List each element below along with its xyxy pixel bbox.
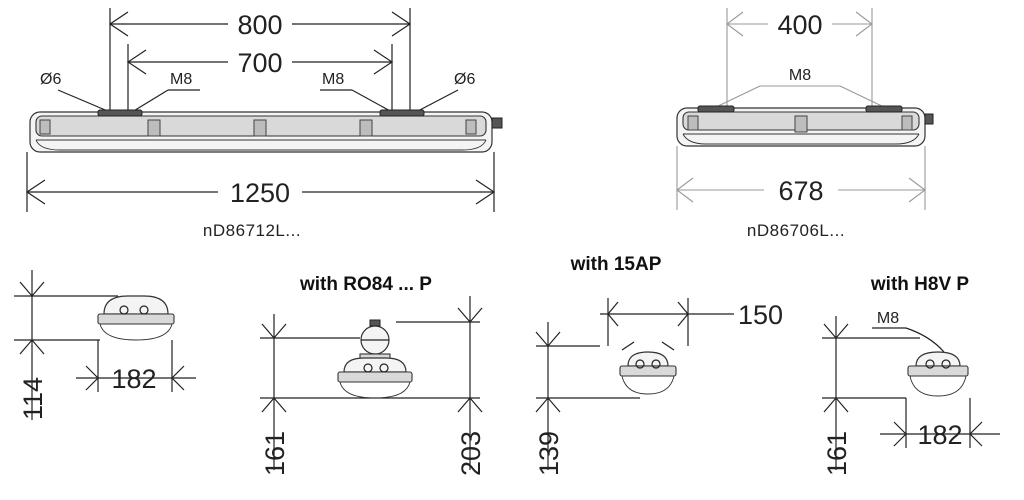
dim-678-label: 678 (778, 176, 823, 206)
short-fixture-body (676, 105, 934, 147)
dim-182-label: 182 (111, 364, 156, 394)
dim-161-h8v-label: 161 (822, 431, 852, 476)
section-15ap: with 15AP 150 139 (534, 254, 783, 476)
label-m8-short: M8 (789, 67, 811, 84)
dim-182-h8v-label: 182 (917, 420, 962, 450)
dimension-1250: 1250 (25, 178, 496, 208)
label-d6-left: Ø6 (40, 71, 61, 88)
long-fixture-body (29, 109, 503, 153)
section-ro84: with RO84 ... P 161 203 (260, 274, 486, 476)
dim-161-ro84-label: 161 (260, 431, 290, 476)
label-m8-h8v: M8 (877, 310, 899, 327)
dimension-800: 800 (108, 10, 412, 40)
section-plain: 114 182 (14, 270, 196, 420)
dim-800-label: 800 (237, 10, 282, 40)
dim-150-label: 150 (738, 300, 783, 330)
short-fixture-view: 400 M8 678 nD86706L... (676, 8, 934, 240)
section-h8v: with H8V P M8 161 182 (822, 274, 1000, 476)
label-d6-right: Ø6 (454, 71, 475, 88)
dimension-400: 400 (726, 10, 873, 40)
caption-15ap: with 15AP (570, 254, 662, 275)
dim-114-label: 114 (18, 377, 48, 420)
long-fixture-view: 800 700 Ø6 M8 M8 Ø6 (25, 8, 503, 240)
caption-ro84: with RO84 ... P (299, 274, 432, 295)
label-m8-right: M8 (322, 71, 344, 88)
model-label-short: nD86706L... (747, 221, 845, 240)
dim-139-label: 139 (534, 431, 564, 476)
label-m8-left: M8 (170, 71, 192, 88)
dim-400-label: 400 (777, 10, 822, 40)
dim-203-label: 203 (456, 431, 486, 476)
model-label-long: nD86712L... (203, 221, 301, 240)
dim-1250-label: 1250 (230, 178, 290, 208)
dimension-678: 678 (676, 176, 926, 206)
dim-700-label: 700 (237, 48, 282, 78)
dimension-700: 700 (126, 48, 394, 78)
caption-h8v: with H8V P (870, 274, 970, 295)
